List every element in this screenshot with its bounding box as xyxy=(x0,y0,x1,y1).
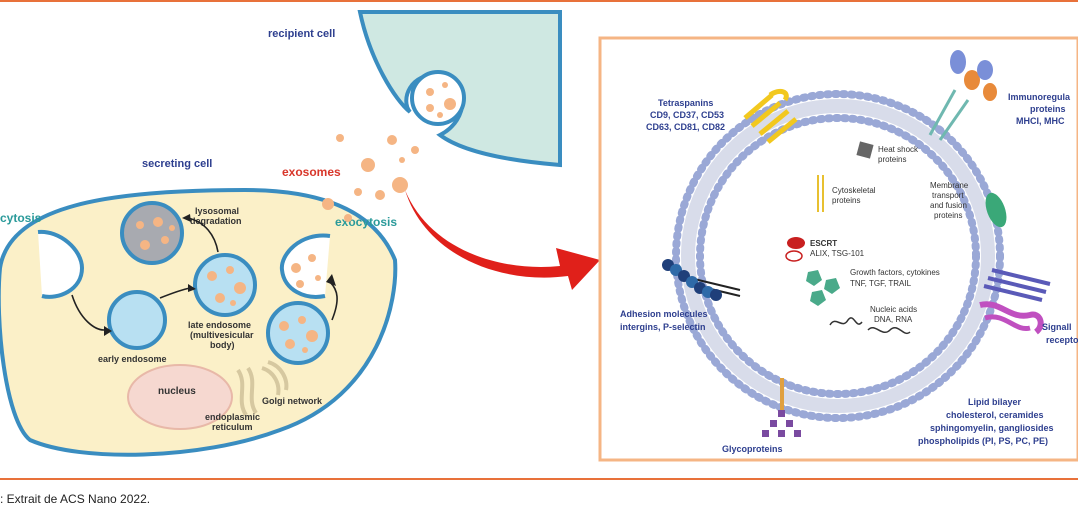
endocytosis-pocket xyxy=(37,229,85,299)
nucleus xyxy=(127,364,233,430)
lipid-bilayer-outer xyxy=(672,90,1004,422)
transition-arrow xyxy=(405,190,600,290)
immuno-label-3: MHCI, MHC xyxy=(1016,116,1065,126)
tetraspanins-label-1: Tetraspanins xyxy=(658,98,713,108)
immuno-label-2: proteins xyxy=(1030,104,1066,114)
glycoprotein xyxy=(762,378,801,437)
golgi-network xyxy=(261,360,289,396)
endoplasmic-reticulum xyxy=(236,366,258,417)
released-exosomes xyxy=(322,134,419,222)
lipid-label-4: phospholipids (PI, PS, PC, PE) xyxy=(918,436,1048,446)
cyto-label-1: Cytoskeletal xyxy=(832,186,876,195)
adhesion-label-2: intergins, P-selectin xyxy=(620,322,706,332)
exocytosis-pocket xyxy=(279,233,331,299)
nucleic-label-1: Nucleic acids xyxy=(870,305,917,314)
tetraspanins-label-3: CD63, CD81, CD82 xyxy=(646,122,725,132)
membrane-label-1: Membrane xyxy=(930,181,969,190)
membrane-label-2: transport xyxy=(932,191,964,200)
figure-caption: : Extrait de ACS Nano 2022. xyxy=(0,492,151,506)
heat-shock-icon xyxy=(856,141,874,159)
growth-factors-icon xyxy=(806,270,840,306)
nucleic-acids-icon xyxy=(829,317,911,335)
adhesion-molecule xyxy=(662,259,741,301)
growth-label-2: TNF, TGF, TRAIL xyxy=(850,279,912,288)
lysosomal-label-2: degradation xyxy=(190,216,242,226)
mvb-particles xyxy=(279,316,318,353)
glyco-label: Glycoproteins xyxy=(722,444,783,454)
arrow-heads xyxy=(104,214,336,336)
early-endosome-label: early endosome xyxy=(98,354,167,364)
lysosome-particles xyxy=(136,217,175,250)
mvb-exocytosis xyxy=(266,301,330,365)
growth-label-1: Growth factors, cytokines xyxy=(850,268,940,277)
pathway-arrows xyxy=(71,217,338,331)
recipient-cell-label: recipient cell xyxy=(268,28,335,40)
mhc-protein xyxy=(928,50,997,141)
cyto-label-2: proteins xyxy=(832,196,860,205)
escrt-label-2: ALIX, TSG-101 xyxy=(810,249,865,258)
exosomes-label: exosomes xyxy=(282,165,341,179)
late-endosome-particles xyxy=(207,266,246,306)
nucleus-label: nucleus xyxy=(158,386,196,397)
heat-shock-label-2: proteins xyxy=(878,155,906,164)
recipient-vesicle xyxy=(410,70,466,126)
adhesion-label-1: Adhesion molecules xyxy=(620,309,708,319)
lipid-label-3: sphingomyelin, gangliosides xyxy=(930,423,1054,433)
escrt-icon xyxy=(787,237,805,249)
escrt-label-1: ESCRT xyxy=(810,239,837,248)
late-endosome xyxy=(193,253,257,317)
alix-icon xyxy=(785,250,803,262)
membrane-label-3: and fusion xyxy=(930,201,967,210)
bottom-border xyxy=(0,478,1078,480)
er-label-2: reticulum xyxy=(212,422,253,432)
signal-label-1: Signall xyxy=(1042,322,1072,332)
er-label-1: endoplasmic xyxy=(205,412,260,422)
exocytosis-particles xyxy=(291,254,321,288)
lysosomal-label-1: lysosomal xyxy=(195,206,239,216)
membrane-label-4: proteins xyxy=(934,211,962,220)
nucleic-label-2: DNA, RNA xyxy=(874,315,913,324)
left-panel: recipient cell secreting cell cytosis ex… xyxy=(0,10,562,457)
tetraspanins-label-2: CD9, CD37, CD53 xyxy=(650,110,724,120)
endocytosis-label: cytosis xyxy=(0,211,42,225)
immuno-label-1: Immunoregula xyxy=(1008,92,1071,102)
right-panel: Tetraspanins CD9, CD37, CD53 CD63, CD81,… xyxy=(598,36,1078,462)
lipid-bilayer-tails xyxy=(681,99,995,413)
lipid-bilayer-inner xyxy=(696,114,980,398)
tetraspanin-protein xyxy=(743,88,798,144)
cytoskeletal-icon xyxy=(817,175,824,212)
lysosome xyxy=(120,201,184,265)
recipient-vesicle-particles xyxy=(426,82,456,118)
membrane-transport-icon xyxy=(985,192,1007,228)
late-endosome-label-2: (multivesicular xyxy=(190,330,254,340)
secreting-cell-label: secreting cell xyxy=(142,158,212,170)
lipid-label-2: cholesterol, ceramides xyxy=(946,410,1044,420)
signalling-receptor xyxy=(979,268,1051,335)
lipid-label-1: Lipid bilayer xyxy=(968,397,1022,407)
late-endosome-label-1: late endosome xyxy=(188,320,251,330)
late-endosome-label-3: body) xyxy=(210,340,235,350)
golgi-label: Golgi network xyxy=(262,396,323,406)
heat-shock-label-1: Heat shock xyxy=(878,145,919,154)
early-endosome xyxy=(107,290,167,350)
signal-label-2: recepto xyxy=(1046,335,1078,345)
top-border xyxy=(0,0,1078,2)
